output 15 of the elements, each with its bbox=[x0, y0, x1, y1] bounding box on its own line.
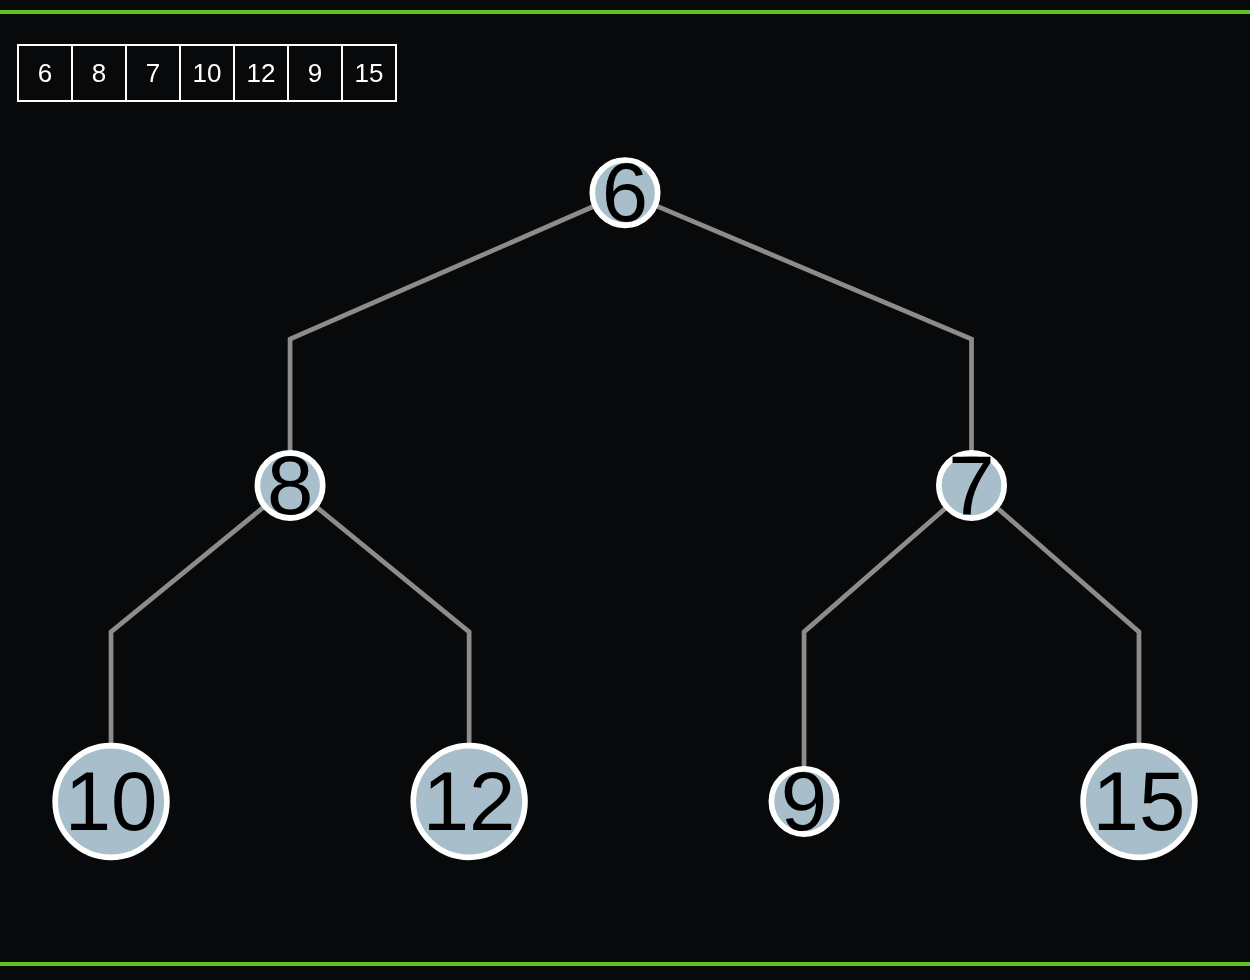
node-circle: 6 bbox=[589, 157, 661, 229]
node-circle: 15 bbox=[1080, 742, 1198, 861]
array-cell: 7 bbox=[125, 44, 181, 102]
node-circle: 10 bbox=[52, 742, 170, 861]
array-cell: 6 bbox=[17, 44, 73, 102]
array-cell: 9 bbox=[287, 44, 343, 102]
array-cell: 15 bbox=[341, 44, 397, 102]
connector bbox=[801, 505, 949, 769]
array-cell: 8 bbox=[71, 44, 127, 102]
array-cell: 12 bbox=[233, 44, 289, 102]
node-circle: 12 bbox=[410, 742, 528, 861]
array-cell: 10 bbox=[179, 44, 235, 102]
node-circle: 8 bbox=[254, 449, 326, 521]
node-circle: 7 bbox=[936, 449, 1008, 521]
node-circle: 9 bbox=[768, 765, 840, 837]
